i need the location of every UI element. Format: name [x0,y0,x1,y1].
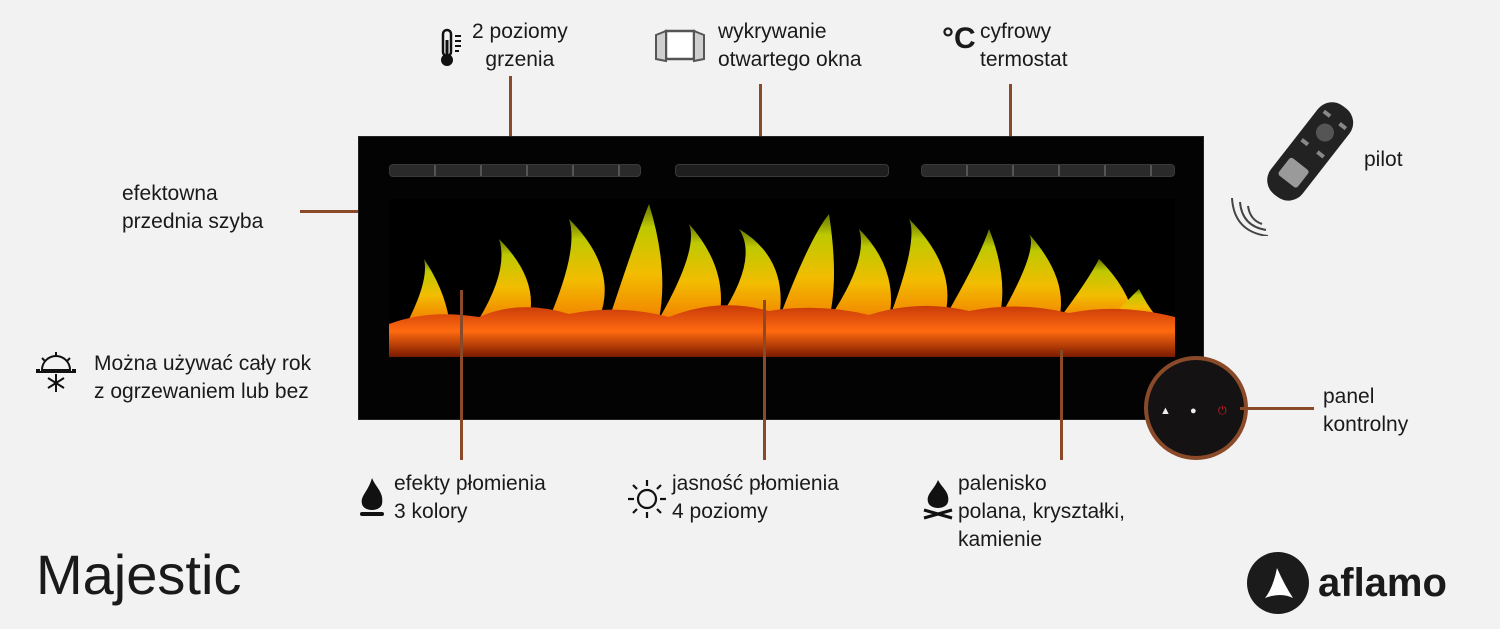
hearth-callout-line [1060,350,1063,460]
heating-callout-line [509,76,512,164]
remote-label: pilot [1364,148,1403,171]
window-callout-line [759,84,762,162]
aflamo-logo-icon [1247,552,1309,614]
right-vent [921,164,1175,177]
flame-colors-callout-line [460,290,463,460]
thermometer-icon [441,28,461,66]
remote-control-icon [1231,102,1354,236]
control-panel-zoom: ▲ ● ⏻ [1144,356,1248,460]
open-window-icon [655,29,705,63]
flame-icon [360,478,384,516]
product-name: Majestic [36,543,242,606]
left-vent [389,164,641,177]
power-button[interactable]: ⏻ [1218,405,1227,417]
brand-name: aflamo [1318,561,1447,605]
campfire-icon [923,480,953,520]
sun-icon [628,480,666,518]
brightness-callout-line [763,300,766,460]
thermostat-callout-line [1009,84,1012,164]
electric-fireplace [358,136,1204,420]
flame-window [389,199,1175,357]
flames-and-logs [389,204,1175,357]
sun-snowflake-icon [36,352,76,392]
glass-callout-line [300,210,374,213]
flame-button[interactable]: ▲ [1160,405,1171,417]
center-vent-display [675,164,889,177]
panel-callout-line [1240,407,1314,410]
light-button[interactable]: ● [1190,405,1197,417]
celsius-icon: °C [942,22,976,55]
